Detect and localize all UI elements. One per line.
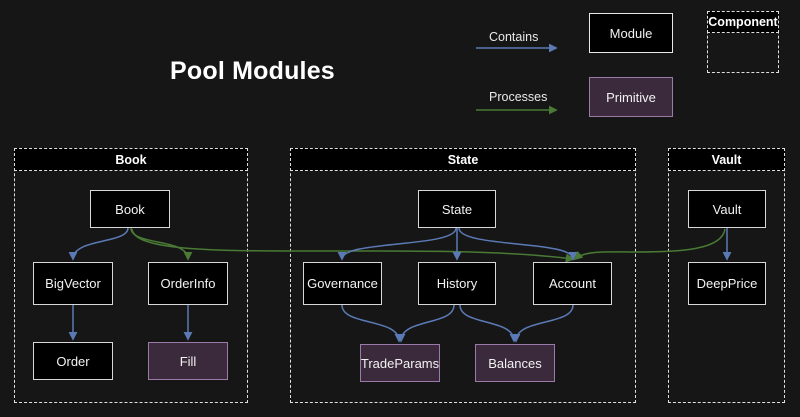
node-vault[interactable]: Vault	[688, 190, 766, 228]
group-state-header: State	[290, 148, 636, 171]
node-book[interactable]: Book	[90, 190, 170, 228]
legend-module-box: Module	[589, 13, 673, 53]
node-order[interactable]: Order	[33, 342, 113, 380]
node-balances[interactable]: Balances	[475, 344, 555, 382]
node-governance[interactable]: Governance	[303, 262, 382, 305]
node-account[interactable]: Account	[533, 262, 612, 305]
node-tradeparams[interactable]: TradeParams	[360, 344, 440, 382]
node-history[interactable]: History	[418, 262, 496, 305]
legend-primitive-box: Primitive	[589, 77, 673, 117]
group-book-header: Book	[14, 148, 248, 171]
node-bigvector[interactable]: BigVector	[33, 262, 113, 305]
legend-contains-label: Contains	[489, 30, 539, 44]
node-state[interactable]: State	[418, 190, 496, 228]
node-deepprice[interactable]: DeepPrice	[688, 262, 766, 305]
page-title: Pool Modules	[170, 57, 335, 85]
group-vault-header: Vault	[668, 148, 785, 171]
node-orderinfo[interactable]: OrderInfo	[148, 262, 228, 305]
legend-processes-label: Processes	[489, 90, 548, 104]
node-fill[interactable]: Fill	[148, 342, 228, 380]
legend-component-header: Component	[707, 11, 779, 33]
